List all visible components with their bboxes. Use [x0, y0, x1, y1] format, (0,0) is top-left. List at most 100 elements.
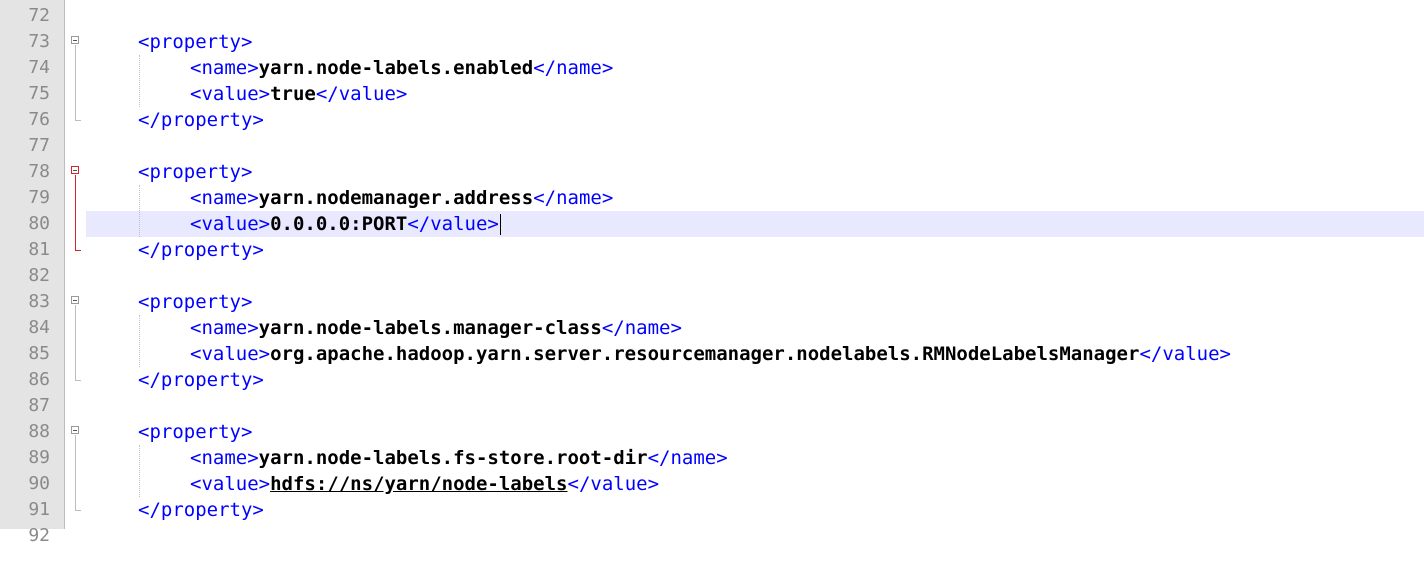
- line-number: 80: [28, 213, 50, 234]
- xml-close-tag: </name>: [533, 57, 614, 79]
- xml-close-tag: </property>: [138, 239, 264, 261]
- line-number-gutter: [0, 0, 65, 529]
- fold-toggle-icon[interactable]: [65, 159, 85, 185]
- line-content[interactable]: <value>org.apache.hadoop.yarn.server.res…: [86, 341, 1424, 367]
- xml-open-tag: <property>: [138, 161, 253, 183]
- indent-guide: [139, 55, 140, 107]
- fold-margin: [65, 0, 85, 529]
- xml-text-value: 0.0.0.0:PORT: [270, 213, 408, 235]
- xml-text-value: yarn.node-labels.fs-store.root-dir: [258, 447, 648, 469]
- line-number: 86: [28, 369, 50, 390]
- editor-line[interactable]: 82: [0, 263, 1424, 289]
- xml-close-tag: </value>: [315, 83, 408, 105]
- xml-open-tag: <value>: [190, 83, 271, 105]
- xml-close-tag: </name>: [533, 187, 614, 209]
- line-content[interactable]: </property>: [86, 367, 1424, 393]
- xml-open-tag: <name>: [190, 447, 259, 469]
- editor-line[interactable]: 88 <property>: [0, 419, 1424, 445]
- xml-open-tag: <name>: [190, 317, 259, 339]
- line-content[interactable]: [86, 393, 1424, 419]
- indent-guide: [139, 445, 140, 497]
- editor-line[interactable]: 77: [0, 133, 1424, 159]
- xml-open-tag: <name>: [190, 57, 259, 79]
- xml-text-value: yarn.nodemanager.address: [258, 187, 534, 209]
- line-content[interactable]: [86, 523, 1424, 549]
- line-number: 83: [28, 291, 50, 312]
- line-content[interactable]: <property>: [86, 289, 1424, 315]
- line-content[interactable]: <value>true</value>: [86, 81, 1424, 107]
- editor-line[interactable]: 81 </property>: [0, 237, 1424, 263]
- xml-text-value: yarn.node-labels.manager-class: [258, 317, 602, 339]
- editor-line-current[interactable]: 80 <value>0.0.0.0:PORT</value>: [0, 211, 1424, 237]
- editor-line[interactable]: 84 <name>yarn.node-labels.manager-class<…: [0, 315, 1424, 341]
- xml-close-tag: </name>: [601, 317, 682, 339]
- xml-text-value: yarn.node-labels.enabled: [258, 57, 534, 79]
- editor-line[interactable]: 85 <value>org.apache.hadoop.yarn.server.…: [0, 341, 1424, 367]
- editor-line[interactable]: 87: [0, 393, 1424, 419]
- xml-open-tag: <value>: [190, 473, 271, 495]
- line-number: 91: [28, 499, 50, 520]
- line-content[interactable]: <property>: [86, 419, 1424, 445]
- line-number: 78: [28, 161, 50, 182]
- editor-line[interactable]: 86 </property>: [0, 367, 1424, 393]
- fold-toggle-icon[interactable]: [65, 289, 85, 315]
- line-number: 73: [28, 31, 50, 52]
- fold-toggle-icon[interactable]: [65, 419, 85, 445]
- editor-line[interactable]: 92: [0, 523, 1424, 549]
- editor-line[interactable]: 89 <name>yarn.node-labels.fs-store.root-…: [0, 445, 1424, 471]
- line-content[interactable]: <value>0.0.0.0:PORT</value>: [86, 211, 1424, 237]
- xml-open-tag: <value>: [190, 343, 271, 365]
- line-content[interactable]: </property>: [86, 237, 1424, 263]
- line-content[interactable]: <name>yarn.nodemanager.address</name>: [86, 185, 1424, 211]
- editor-line[interactable]: 78 <property>: [0, 159, 1424, 185]
- line-content[interactable]: <name>yarn.node-labels.fs-store.root-dir…: [86, 445, 1424, 471]
- editor-line[interactable]: 90 <value>hdfs://ns/yarn/node-labels</va…: [0, 471, 1424, 497]
- line-content[interactable]: <property>: [86, 159, 1424, 185]
- xml-close-tag: </value>: [407, 213, 499, 235]
- line-number: 85: [28, 343, 50, 364]
- line-number: 79: [28, 187, 50, 208]
- xml-close-tag: </value>: [1139, 343, 1231, 365]
- xml-close-tag: </property>: [138, 499, 264, 521]
- line-number: 87: [28, 395, 50, 416]
- xml-text-value: true: [270, 83, 316, 105]
- editor-line[interactable]: 91 </property>: [0, 497, 1424, 523]
- xml-open-tag: <property>: [138, 421, 253, 443]
- line-content[interactable]: [86, 263, 1424, 289]
- line-content[interactable]: </property>: [86, 497, 1424, 523]
- line-number: 81: [28, 239, 50, 260]
- xml-open-tag: <property>: [138, 31, 253, 53]
- xml-open-tag: <name>: [190, 187, 259, 209]
- line-number: 84: [28, 317, 50, 338]
- line-content[interactable]: </property>: [86, 107, 1424, 133]
- xml-close-tag: </property>: [138, 109, 264, 131]
- line-content[interactable]: <name>yarn.node-labels.manager-class</na…: [86, 315, 1424, 341]
- line-number: 92: [28, 525, 50, 546]
- xml-open-tag: <value>: [190, 213, 271, 235]
- line-content[interactable]: <property>: [86, 29, 1424, 55]
- xml-text-value: org.apache.hadoop.yarn.server.resourcema…: [270, 343, 1140, 365]
- editor-line[interactable]: 79 <name>yarn.nodemanager.address</name>: [0, 185, 1424, 211]
- fold-toggle-icon[interactable]: [65, 29, 85, 55]
- indent-guide: [139, 185, 140, 237]
- line-content[interactable]: <name>yarn.node-labels.enabled</name>: [86, 55, 1424, 81]
- line-content[interactable]: <value>hdfs://ns/yarn/node-labels</value…: [86, 471, 1424, 497]
- xml-close-tag: </property>: [138, 369, 264, 391]
- line-number: 77: [28, 135, 50, 156]
- code-editor[interactable]: 72 73 <property> 74 <name>yarn.node-labe…: [0, 0, 1424, 546]
- line-content[interactable]: [86, 133, 1424, 159]
- xml-text-link[interactable]: hdfs://ns/yarn/node-labels: [270, 473, 568, 495]
- editor-line[interactable]: 74 <name>yarn.node-labels.enabled</name>: [0, 55, 1424, 81]
- editor-line[interactable]: 76 </property>: [0, 107, 1424, 133]
- editor-line[interactable]: 73 <property>: [0, 29, 1424, 55]
- line-number: 88: [28, 421, 50, 442]
- line-content[interactable]: [86, 3, 1424, 29]
- line-number: 76: [28, 109, 50, 130]
- editor-line[interactable]: 72: [0, 3, 1424, 29]
- xml-close-tag: </name>: [647, 447, 728, 469]
- editor-line[interactable]: 83 <property>: [0, 289, 1424, 315]
- xml-close-tag: </value>: [567, 473, 660, 495]
- line-number: 72: [28, 5, 50, 26]
- line-number: 75: [28, 83, 50, 104]
- editor-line[interactable]: 75 <value>true</value>: [0, 81, 1424, 107]
